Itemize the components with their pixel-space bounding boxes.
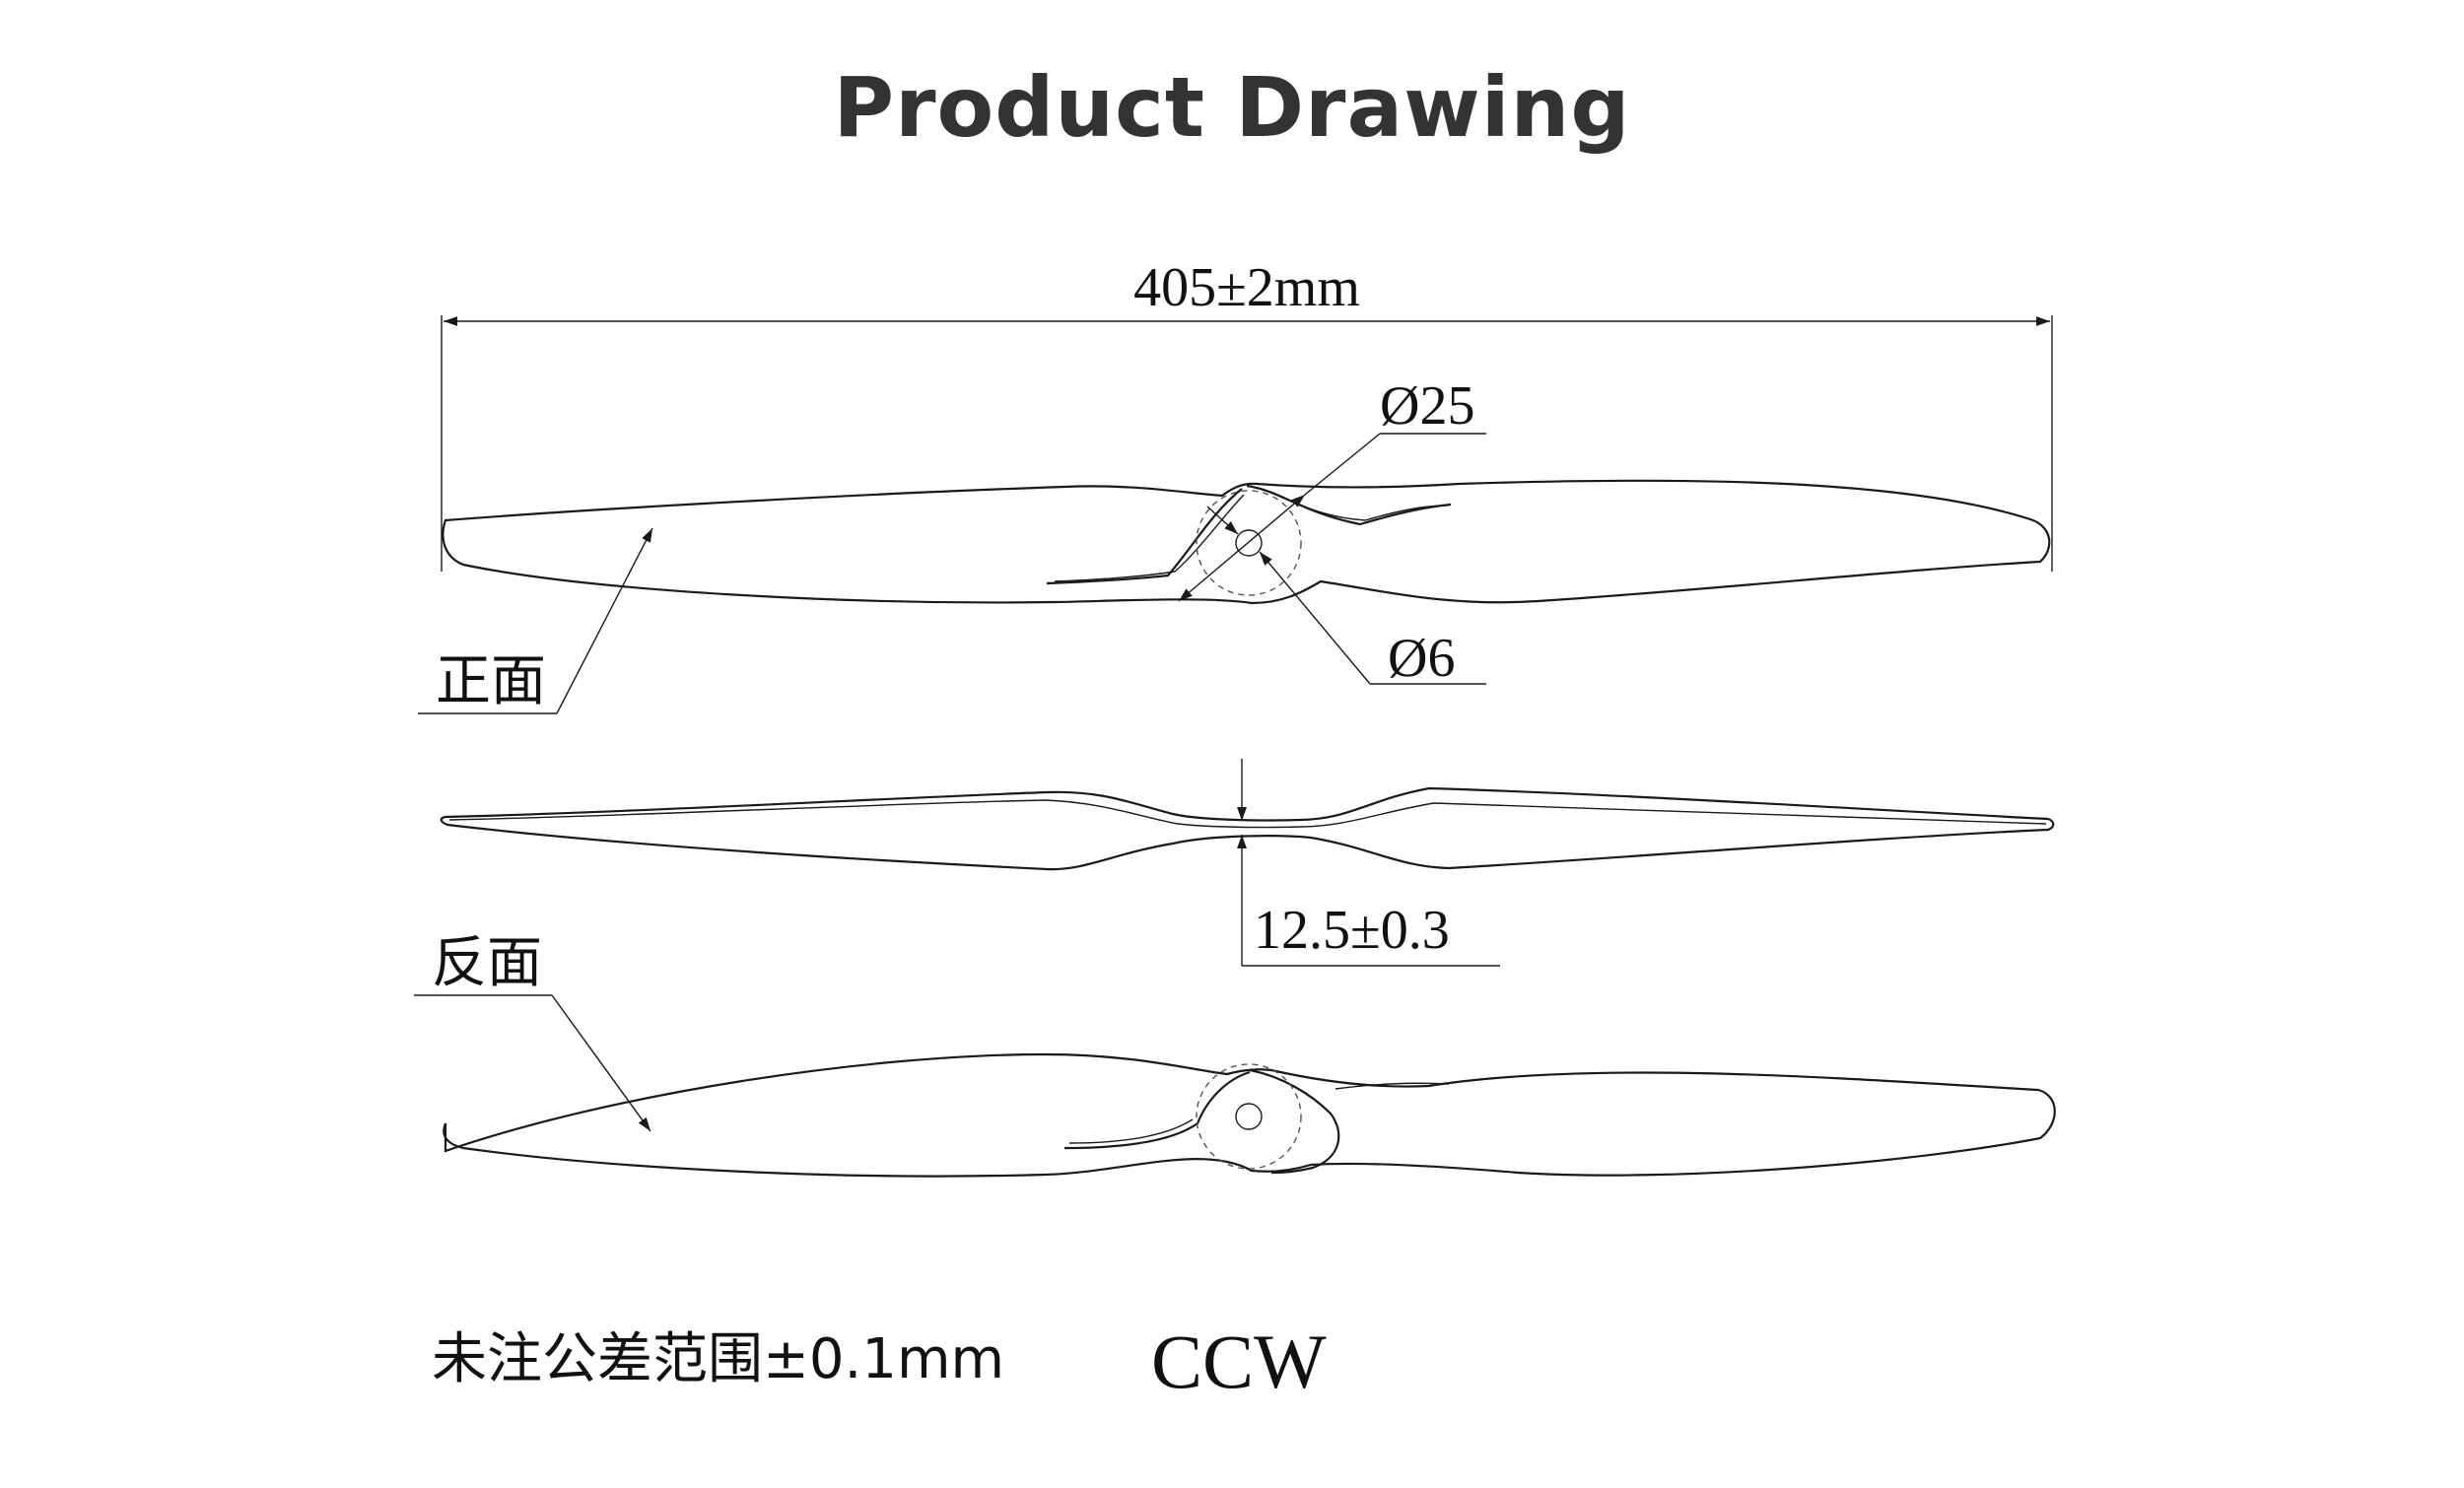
back-view: 反面 — [414, 931, 2056, 1178]
back-label-leader — [551, 994, 651, 1132]
length-dimension: 405±2mm — [441, 257, 2053, 572]
back-hub-outer-circle — [1196, 1063, 1302, 1170]
front-hub-curve-lower-inner — [1054, 494, 1245, 582]
outer-diameter-leader — [1304, 433, 1381, 496]
rotation-direction: CCW — [1151, 1319, 1327, 1404]
bore-diameter-arrow-in — [1206, 506, 1239, 535]
front-blade-outline — [442, 479, 2051, 605]
back-bore-circle — [1235, 1103, 1263, 1130]
bore-diameter-label: Ø6 — [1388, 628, 1455, 689]
front-view: Ø25 Ø6 正面 — [418, 375, 2051, 714]
outer-diameter-label: Ø25 — [1380, 375, 1474, 437]
bore-diameter-leader — [1259, 551, 1371, 685]
front-label-leader — [556, 527, 653, 714]
back-hub-curve-left — [1063, 1070, 1251, 1150]
front-hub-curve-lower — [1046, 488, 1243, 585]
thickness-label: 12.5±0.3 — [1254, 900, 1450, 961]
back-blade-outline — [443, 1052, 2056, 1178]
length-label: 405±2mm — [1133, 257, 1360, 318]
back-hub-curve-left-inner — [1068, 1118, 1194, 1144]
back-hub-curve-right — [1249, 1068, 1340, 1175]
back-hub-curve-right-inner — [1335, 1082, 1450, 1090]
back-view-label: 反面 — [432, 931, 542, 995]
front-view-label: 正面 — [436, 649, 546, 713]
tolerance-note: 未注公差范围±0.1mm — [432, 1327, 1004, 1391]
outer-diameter-line — [1178, 494, 1306, 602]
page-title: Product Drawing — [833, 59, 1631, 156]
side-view: 12.5±0.3 — [440, 759, 2055, 967]
side-blade-outline — [440, 786, 2055, 871]
side-blade-midline — [448, 799, 2047, 829]
